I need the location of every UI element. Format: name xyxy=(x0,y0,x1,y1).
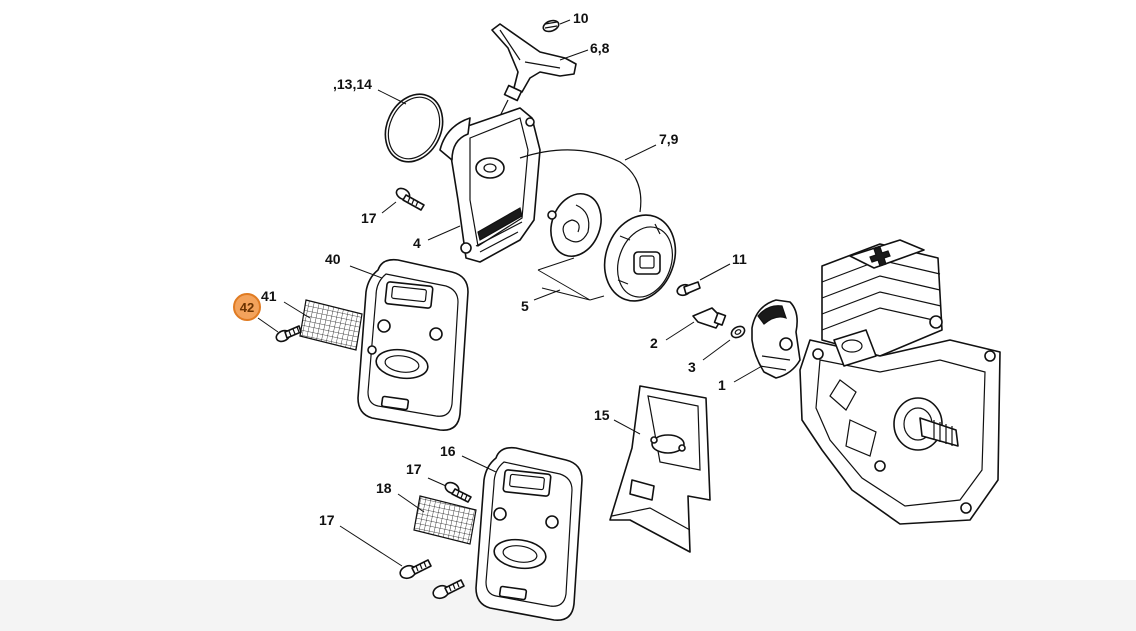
part-16-muffler[interactable] xyxy=(475,446,583,621)
label-3[interactable]: 3 xyxy=(688,359,696,375)
label-4[interactable]: 4 xyxy=(413,235,421,251)
label-17-upper[interactable]: 17 xyxy=(361,210,377,226)
highlight-marker-42[interactable]: 42 xyxy=(233,293,261,321)
part-17-screw-upper[interactable] xyxy=(394,186,425,211)
label-11[interactable]: 11 xyxy=(732,251,747,267)
label-16[interactable]: 16 xyxy=(440,443,456,459)
label-10[interactable]: 10 xyxy=(573,10,589,26)
part-17-screw-lower-b[interactable] xyxy=(431,579,465,600)
part-5-spring[interactable] xyxy=(543,187,610,264)
label-18[interactable]: 18 xyxy=(376,480,392,496)
part-17-screw-middle[interactable] xyxy=(444,481,472,503)
part-3-clip[interactable] xyxy=(729,324,746,340)
part-41-screen[interactable] xyxy=(299,299,363,351)
label-5[interactable]: 5 xyxy=(521,298,529,314)
label-2[interactable]: 2 xyxy=(650,335,658,351)
label-15[interactable]: 15 xyxy=(594,407,610,423)
label-7-9[interactable]: 7,9 xyxy=(659,131,679,147)
part-11-screw[interactable] xyxy=(676,281,701,297)
part-18-screen[interactable] xyxy=(413,495,477,545)
part-17-screw-lower-a[interactable] xyxy=(398,559,432,580)
part-2-connector[interactable] xyxy=(692,307,727,329)
engine-cylinder-crankcase[interactable] xyxy=(799,239,1001,525)
label-40[interactable]: 40 xyxy=(325,251,341,267)
label-42: 42 xyxy=(240,300,254,315)
label-17-middle[interactable]: 17 xyxy=(406,461,422,477)
part-6-8-starter-handle[interactable] xyxy=(491,23,577,121)
label-41[interactable]: 41 xyxy=(261,288,277,304)
part-5-pulley[interactable] xyxy=(593,205,687,311)
part-4-fan-housing[interactable] xyxy=(439,107,541,263)
part-7-9-rope[interactable] xyxy=(519,149,642,213)
label-6-8[interactable]: 6,8 xyxy=(590,40,610,56)
part-15-heat-shield[interactable] xyxy=(609,385,711,553)
label-1[interactable]: 1 xyxy=(718,377,726,393)
part-10-clip[interactable] xyxy=(542,19,560,34)
part-13-14-ring[interactable] xyxy=(375,85,454,171)
part-40-muffler[interactable] xyxy=(357,258,469,431)
part-1-ignition-module[interactable] xyxy=(751,299,801,379)
label-13-14[interactable]: ,13,14 xyxy=(333,76,372,92)
part-42-screw[interactable] xyxy=(275,325,302,343)
label-17-lower[interactable]: 17 xyxy=(319,512,335,528)
